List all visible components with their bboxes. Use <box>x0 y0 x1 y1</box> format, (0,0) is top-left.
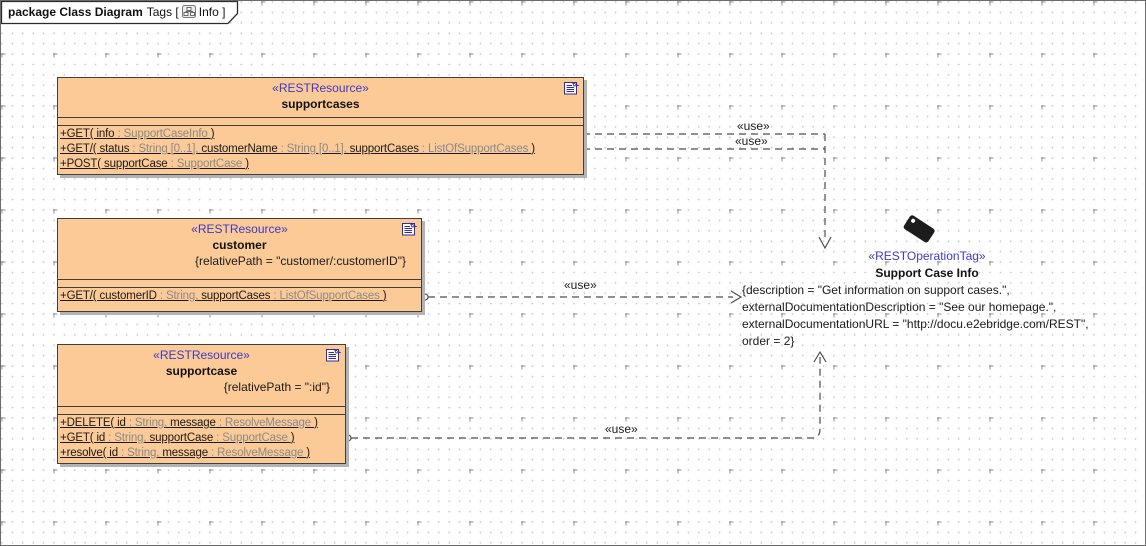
dependency-arrowhead-up <box>813 350 827 363</box>
operation-type-text: : ListOfSupportCases <box>418 143 532 155</box>
operation-name-text: ) <box>306 447 310 459</box>
use-stereotype-label[interactable]: «use» <box>605 422 638 436</box>
class-name: supportcases <box>281 97 360 111</box>
class-customer[interactable]: «RESTResource» customer {relativePath = … <box>57 218 422 312</box>
operation-row[interactable]: +GET( id : String, supportCase : Support… <box>60 431 345 446</box>
class-header: «RESTResource» customer {relativePath = … <box>58 219 421 279</box>
class-header: «RESTResource» supportcases <box>58 78 583 117</box>
tagged-value-line: externalDocumentationURL = "http://docu.… <box>742 317 1089 331</box>
tag-name[interactable]: Support Case Info <box>875 266 979 280</box>
operation-row[interactable]: +GET( info : SupportCaseInfo ) <box>60 127 583 142</box>
operation-type-text: : SupportCaseInfo <box>114 128 211 140</box>
operation-type-text: : String, <box>117 447 163 459</box>
tag-icon[interactable] <box>899 209 947 251</box>
operation-type-text: : String, <box>105 432 150 444</box>
operation-name-text: +POST( supportCase <box>60 158 168 170</box>
tagged-value-line: externalDocumentationDescription = "See … <box>742 300 1057 314</box>
class-name: supportcase <box>165 364 238 378</box>
class-header: «RESTResource» supportcase {relativePath… <box>58 345 345 406</box>
dependency-arrowhead-right <box>730 290 743 304</box>
class-supportcase[interactable]: «RESTResource» supportcase {relativePath… <box>57 344 346 464</box>
operation-type-text: : SupportCase <box>167 158 246 170</box>
diagram-title-name: Info ] <box>198 5 226 19</box>
tag-stereotype-label: «RESTOperationTag» <box>868 249 986 263</box>
documentation-icon[interactable] <box>402 222 417 236</box>
operation-row[interactable]: +DELETE( id : String, message : ResolveM… <box>60 416 345 431</box>
class-diagram-icon <box>181 5 196 18</box>
tag-values-block[interactable]: {description = "Get information on suppo… <box>742 282 1117 350</box>
operation-row[interactable]: +GET/( status : String [0..1], customerN… <box>60 142 583 157</box>
operation-name-text: +GET/( customerID <box>60 290 157 302</box>
tab-outline <box>1 1 239 25</box>
class-name: customer <box>212 238 267 252</box>
diagram-title-tags: Tags [ <box>146 5 179 19</box>
operation-type-text: : ResolveMessage <box>215 417 315 429</box>
operation-name-text: ) <box>245 158 249 170</box>
operations-compartment[interactable]: +GET( info : SupportCaseInfo )+GET/( sta… <box>58 126 583 174</box>
class-supportcases[interactable]: «RESTResource» supportcases +GET( info :… <box>57 77 584 175</box>
tagged-value-line: {description = "Get information on suppo… <box>742 283 1010 297</box>
use-stereotype-label[interactable]: «use» <box>564 278 597 292</box>
operation-name-text: supportCases <box>349 143 419 155</box>
documentation-icon[interactable] <box>564 81 579 95</box>
operation-row[interactable]: +POST( supportCase : SupportCase ) <box>60 157 583 172</box>
connection-port[interactable] <box>421 293 429 301</box>
operations-compartment[interactable]: +GET/( customerID : String, supportCases… <box>58 288 421 311</box>
operation-name-text: +GET/( status <box>60 143 130 155</box>
attributes-compartment[interactable] <box>58 117 583 126</box>
class-tagged-value: {relativePath = "customer/:customerID"} <box>195 254 406 268</box>
operation-name-text: ) <box>290 432 295 444</box>
stereotype-label: «RESTResource» <box>191 222 288 236</box>
operation-type-text: : ListOfSupportCases <box>270 290 383 302</box>
operation-name-text: message <box>162 447 208 459</box>
operations-compartment[interactable]: +DELETE( id : String, message : ResolveM… <box>58 415 345 463</box>
operation-name-text: supportCases <box>201 290 271 302</box>
tagged-value-line: order = 2} <box>742 334 795 348</box>
diagram-title-bold: package Class Diagram <box>8 5 143 19</box>
operation-type-text: : String, <box>156 290 202 302</box>
use-stereotype-label[interactable]: «use» <box>735 134 768 148</box>
use-dependency-line-4[interactable] <box>351 357 821 439</box>
operation-row[interactable]: +resolve( id : String, message : Resolve… <box>60 446 345 461</box>
operation-name-text: ) <box>314 417 318 429</box>
dependency-arrowhead-down <box>818 236 832 250</box>
operation-name-text: +GET( id <box>60 432 106 444</box>
operation-name-text: +GET( info <box>60 128 115 140</box>
attributes-compartment[interactable] <box>58 406 345 415</box>
operation-name-text: +DELETE( id <box>60 417 126 429</box>
operation-name-text: message <box>170 417 216 429</box>
operation-name-text: ) <box>210 128 215 140</box>
operation-row[interactable]: +GET/( customerID : String, supportCases… <box>60 289 421 304</box>
operation-type-text: : ResolveMessage <box>207 447 307 459</box>
operation-name-text: ) <box>382 290 387 302</box>
attributes-compartment[interactable] <box>58 279 421 288</box>
class-tagged-value: {relativePath = ":id"} <box>223 380 330 394</box>
operation-name-text: supportCase <box>149 432 214 444</box>
use-stereotype-label[interactable]: «use» <box>737 119 770 133</box>
operation-type-text: : SupportCase <box>213 432 291 444</box>
stereotype-label: «RESTResource» <box>272 81 369 95</box>
operation-type-text: : String [0..1], <box>277 143 350 155</box>
operation-type-text: : String, <box>125 417 171 429</box>
operation-name-text: +resolve( id <box>60 447 118 459</box>
documentation-icon[interactable] <box>326 348 341 362</box>
operation-type-text: : String [0..1], <box>129 143 202 155</box>
operation-name-text: ) <box>531 143 535 155</box>
operation-name-text: customerName <box>201 143 278 155</box>
stereotype-label: «RESTResource» <box>153 348 250 362</box>
